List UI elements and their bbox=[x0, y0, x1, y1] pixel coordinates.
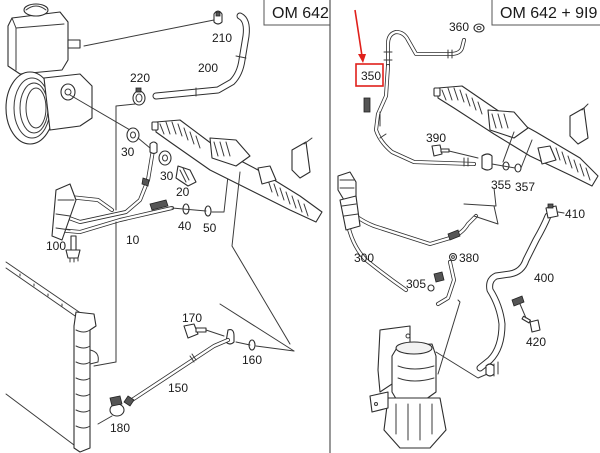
hose-flange bbox=[481, 153, 493, 171]
part-20-banjo-bolt bbox=[175, 165, 197, 187]
part-410-clamp bbox=[545, 203, 559, 219]
title-box-right: OM 642 + 9I9 bbox=[491, 0, 600, 26]
part-350-pressure-hose bbox=[363, 30, 476, 167]
label-200: 200 bbox=[198, 61, 218, 75]
panel-title-right: OM 642 + 9I9 bbox=[500, 5, 597, 22]
part-390-bolt bbox=[431, 144, 450, 157]
power-steering-pump bbox=[5, 71, 93, 145]
part-400-suction-hose bbox=[476, 212, 552, 377]
label-160: 160 bbox=[242, 353, 262, 367]
part-30-washer-upper bbox=[126, 127, 140, 143]
label-20: 20 bbox=[176, 185, 190, 199]
electric-hydraulic-pump bbox=[369, 325, 447, 449]
label-357: 357 bbox=[515, 180, 535, 194]
label-300: 300 bbox=[354, 251, 374, 265]
label-50: 50 bbox=[203, 221, 217, 235]
part-200-return-hose bbox=[152, 12, 250, 100]
steering-gear-rack-right bbox=[433, 85, 599, 187]
label-180: 180 bbox=[110, 421, 130, 435]
label-40: 40 bbox=[178, 219, 192, 233]
arrow-down-icon bbox=[358, 54, 366, 63]
part-150-cooler-line bbox=[123, 329, 235, 407]
reservoir-tank bbox=[7, 3, 81, 75]
label-360: 360 bbox=[449, 20, 469, 34]
highlight-arrow bbox=[354, 9, 363, 57]
highlight-box bbox=[355, 63, 384, 87]
left-panel: 210 200 220 30 bbox=[5, 0, 331, 453]
part-357-seal bbox=[514, 163, 522, 173]
part-300-return-line bbox=[337, 171, 499, 292]
part-380-nut bbox=[448, 252, 458, 262]
label-420: 420 bbox=[526, 335, 546, 349]
part-30-washer-lower bbox=[158, 150, 172, 166]
label-380: 380 bbox=[459, 251, 479, 265]
label-355: 355 bbox=[491, 178, 511, 192]
label-400: 400 bbox=[534, 271, 554, 285]
part-180-clamp bbox=[109, 395, 125, 417]
label-30-upper: 30 bbox=[121, 145, 135, 159]
label-305: 305 bbox=[406, 277, 426, 291]
label-30-lower: 30 bbox=[160, 169, 174, 183]
label-150: 150 bbox=[168, 381, 188, 395]
part-210-clamp bbox=[213, 10, 223, 25]
label-410: 410 bbox=[565, 207, 585, 221]
oil-cooler bbox=[5, 261, 99, 453]
label-390: 390 bbox=[426, 131, 446, 145]
part-170-bolt bbox=[183, 323, 207, 339]
label-100: 100 bbox=[46, 239, 66, 253]
part-100-bolt bbox=[65, 235, 81, 263]
label-210: 210 bbox=[212, 31, 232, 45]
part-420-bolt bbox=[521, 315, 541, 333]
right-panel: OM 642 + 9I9 360 350 bbox=[337, 0, 600, 449]
label-10: 10 bbox=[126, 233, 140, 247]
panel-title-left: OM 642 bbox=[272, 5, 329, 22]
label-350: 350 bbox=[361, 69, 381, 83]
label-220: 220 bbox=[130, 71, 150, 85]
part-360-clamp bbox=[473, 23, 485, 33]
label-170: 170 bbox=[182, 311, 202, 325]
steering-gear-rack bbox=[151, 119, 323, 223]
title-box-left: OM 642 bbox=[263, 0, 331, 26]
part-220-clamp bbox=[132, 87, 146, 106]
part-305-pipe bbox=[427, 260, 456, 306]
highlight-350: 350 bbox=[354, 9, 384, 87]
part-10-pressure-hose bbox=[51, 141, 174, 241]
